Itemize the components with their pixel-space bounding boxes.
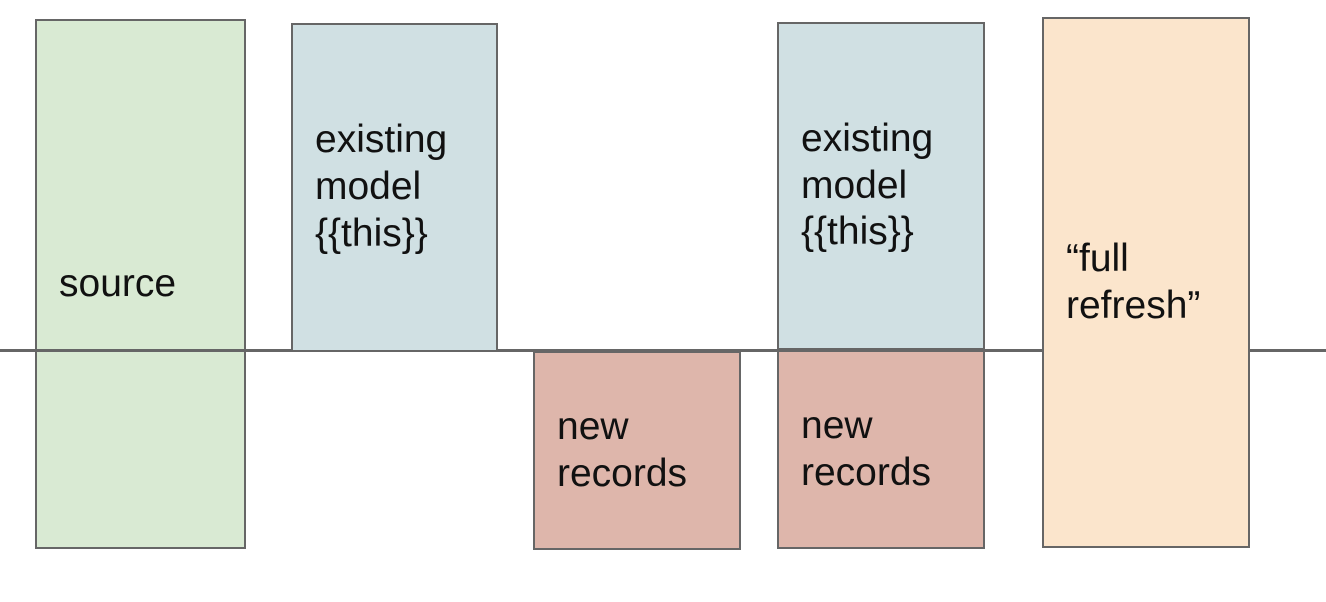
source-box-label: source (59, 261, 177, 305)
existing-model-box-2-label: existing model {{this}} (801, 116, 934, 254)
full-refresh-box: “full refresh” (1042, 17, 1250, 548)
timeline-line (0, 349, 1326, 352)
new-records-box-2-label: new records (801, 403, 932, 494)
existing-model-box-1-label: existing model {{this}} (315, 118, 448, 255)
new-records-box-2: new records (777, 350, 985, 549)
new-records-box-1: new records (533, 351, 741, 550)
source-box: source (35, 19, 246, 549)
full-refresh-box-label: “full refresh” (1066, 236, 1201, 327)
new-records-box-1-label: new records (557, 404, 688, 495)
existing-model-box-2: existing model {{this}} (777, 22, 985, 350)
existing-model-box-1: existing model {{this}} (291, 23, 498, 352)
